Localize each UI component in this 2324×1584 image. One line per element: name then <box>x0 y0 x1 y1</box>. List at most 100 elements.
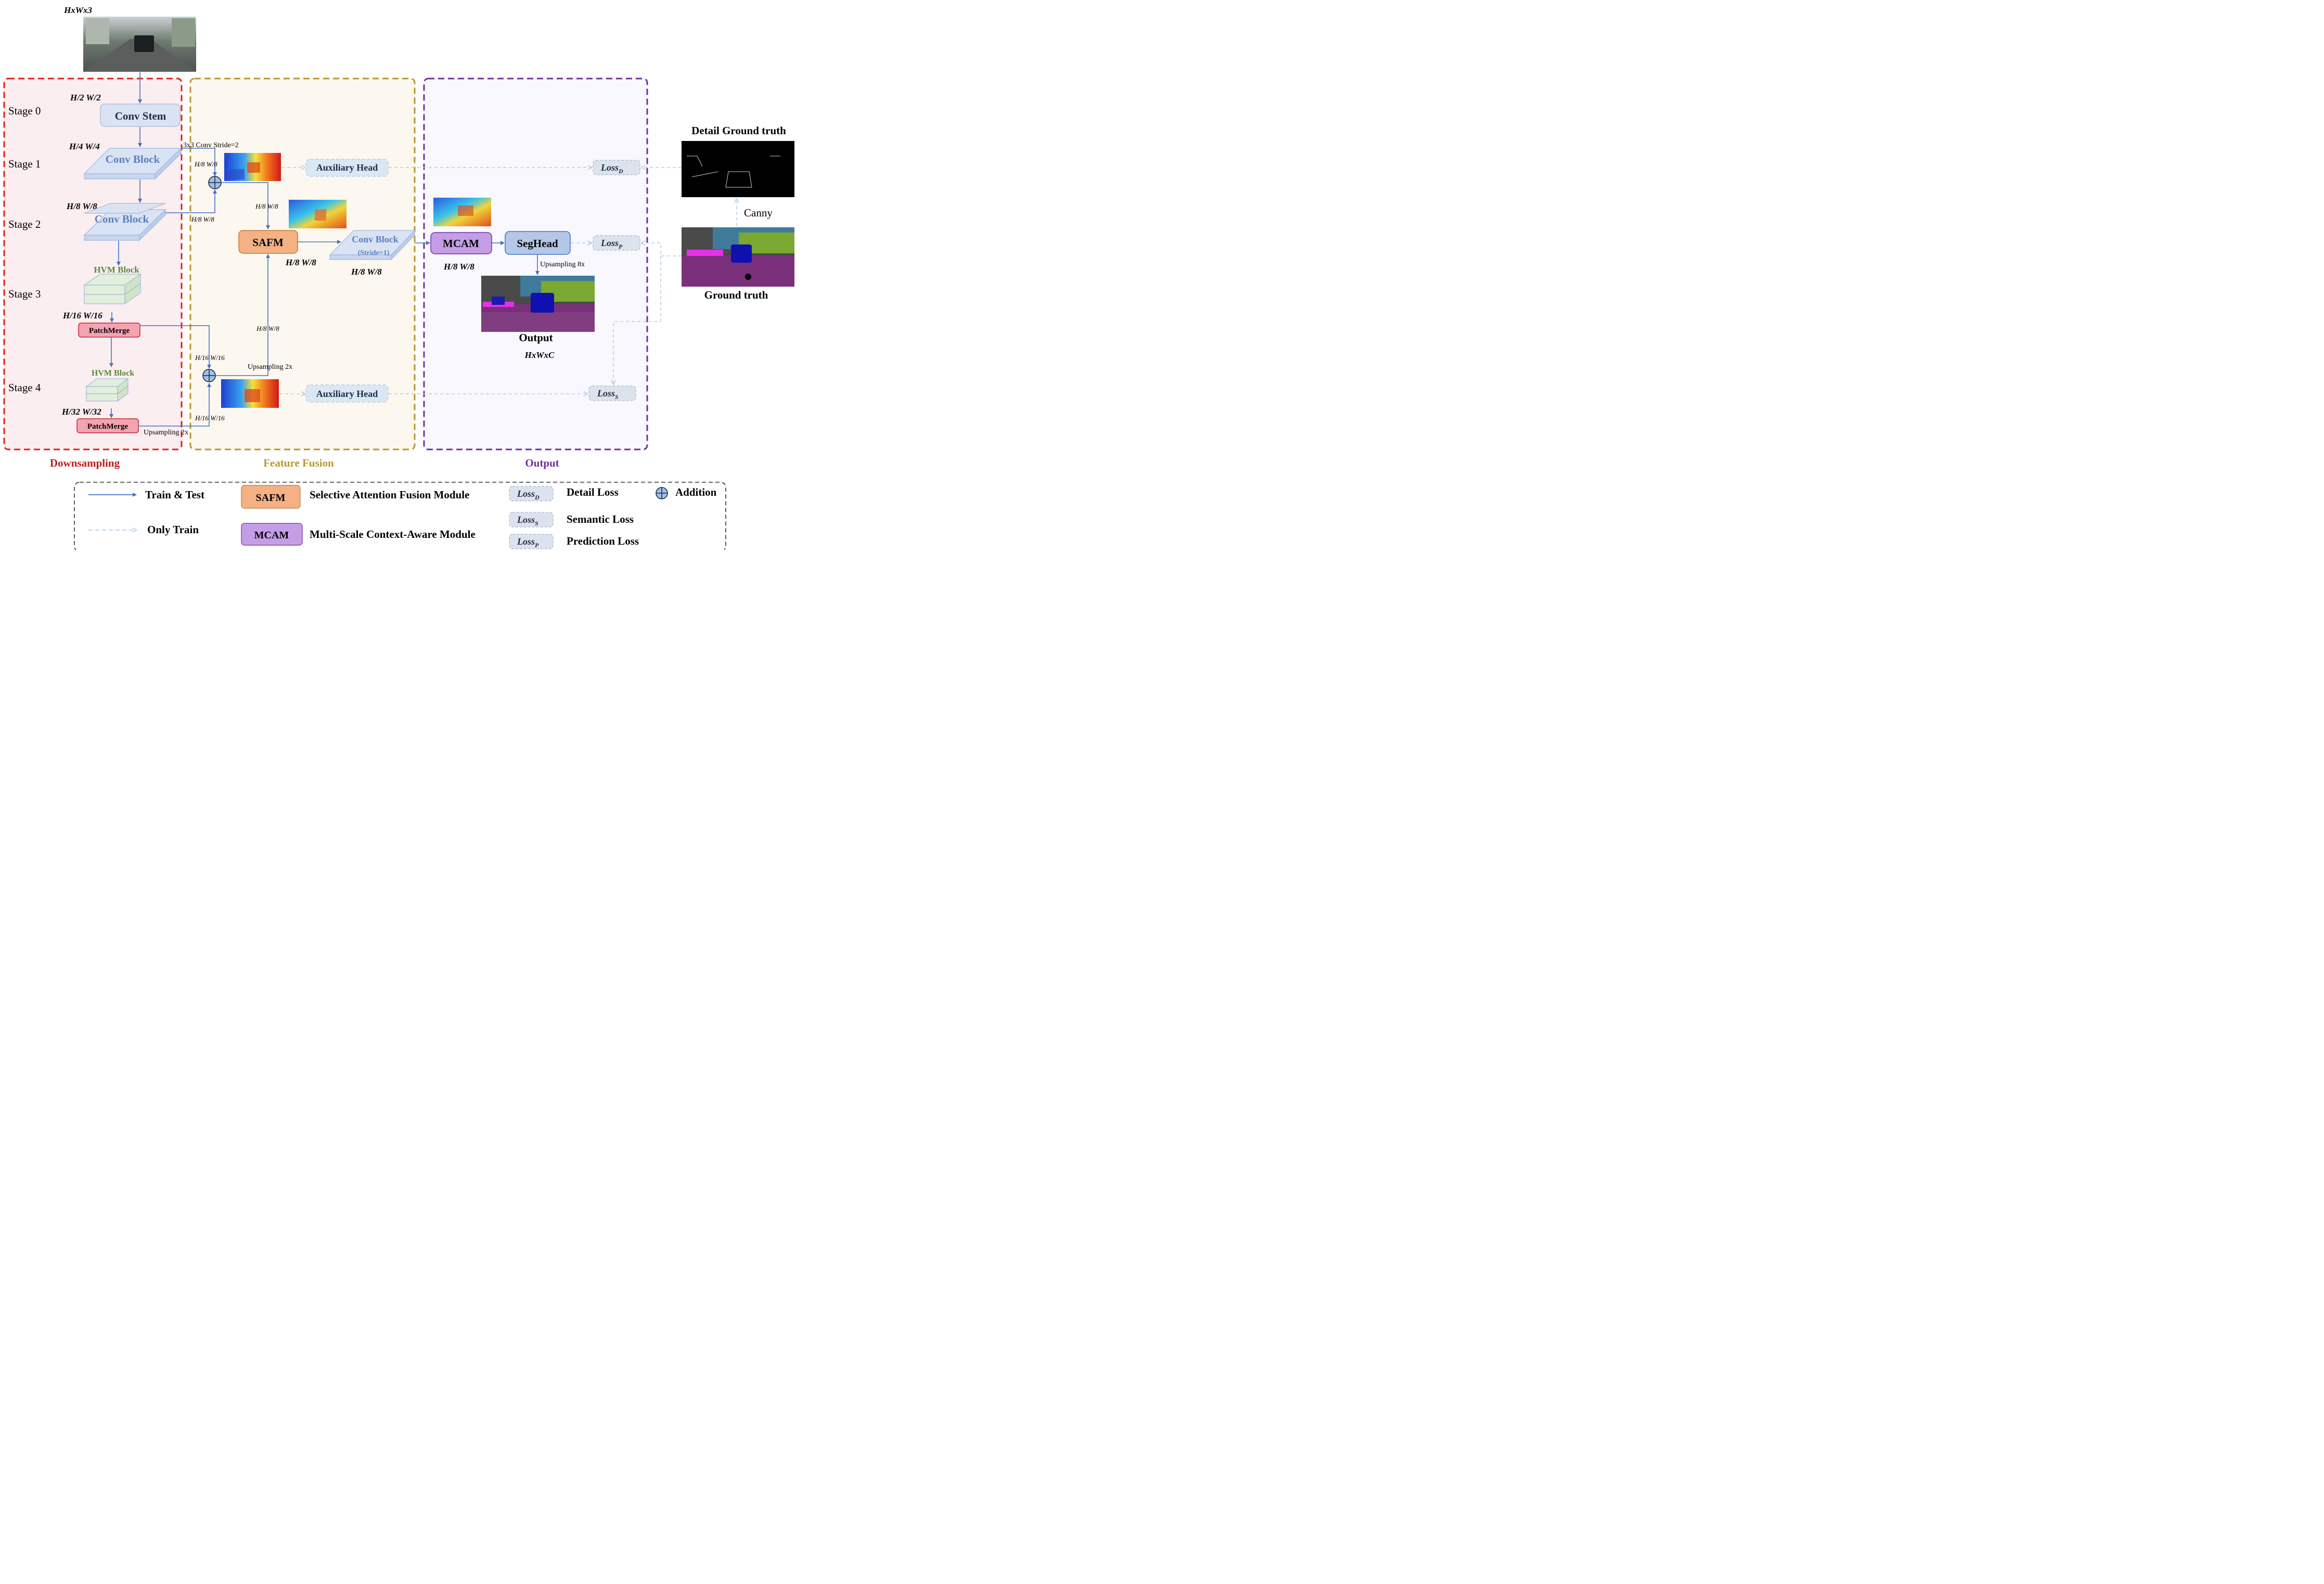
architecture-diagram: Downsampling Feature Fusion Output HxWx3… <box>3 5 794 550</box>
legend-safm-box <box>241 485 301 509</box>
upsampling-bottom: Upsampling 2x <box>248 363 292 371</box>
dims-mcam: H/8 W/8 <box>443 262 474 272</box>
stage-0-label: Stage 0 <box>8 105 41 117</box>
loss-s-box <box>588 385 636 401</box>
legend-loss-d-base: Loss <box>517 488 535 499</box>
legend-mcam-name: Multi-Scale Context-Aware Module <box>310 528 476 540</box>
loss-s-base: Loss <box>597 388 615 398</box>
downsampling-title: Downsampling <box>50 457 120 469</box>
legend-loss-p-base: Loss <box>517 536 535 547</box>
dims-stage0: H/2 W/2 <box>70 93 101 102</box>
conv-stem-label: Conv Stem <box>115 110 166 122</box>
dims-safm-out: H/8 W/8 <box>285 257 316 267</box>
gt-image <box>682 227 794 287</box>
loss-d-box <box>593 160 640 175</box>
hvm-block-stage4 <box>85 378 129 402</box>
loss-s-sub: S <box>615 393 619 401</box>
detail-gt-title: Detail Ground truth <box>691 124 786 137</box>
legend-mcam-box <box>241 523 303 546</box>
conv-block-stage2 <box>83 203 166 241</box>
aux-head-bottom <box>305 384 389 403</box>
legend-loss-p-box <box>509 534 554 549</box>
legend-loss-s-box <box>509 512 554 527</box>
dash-gt-loss-s <box>613 256 661 384</box>
legend-loss-d-sub: D <box>534 494 540 501</box>
legend-detail-loss: Detail Loss <box>567 486 619 498</box>
dims-add-bottom-in: H/16 W/16 <box>195 354 225 362</box>
output-image <box>481 276 595 332</box>
conv-block-stage1-label: Conv Block <box>106 153 160 165</box>
stage-1-label: Stage 1 <box>8 158 41 170</box>
legend-safm-label: SAFM <box>256 492 286 504</box>
dims-safm-bottom-in: H/8 W/8 <box>256 325 279 332</box>
legend-only-train: Only Train <box>147 523 199 536</box>
detail-gt-image <box>682 141 794 197</box>
legend-loss-s-label: LossS <box>517 514 538 527</box>
dims-stage4: H/32 W/32 <box>61 407 101 417</box>
arrow-stage1-to-add <box>181 148 217 176</box>
hvm-block-stage4-label: HVM Block <box>92 369 134 378</box>
legend-prediction-loss: Prediction Loss <box>567 535 639 547</box>
legend-box <box>74 482 726 550</box>
input-image <box>83 17 196 72</box>
output-dims: HxWxC <box>524 350 555 360</box>
conv-block-fusion-stride: (Stride=1) <box>358 249 390 257</box>
patch-merge-stage3-label: PatchMerge <box>89 327 130 335</box>
conv-block-fusion-label: Conv Block <box>352 234 399 244</box>
conv-block-stage1 <box>83 147 182 180</box>
aux-head-top <box>305 159 389 177</box>
patch-merge-stage3 <box>78 323 140 338</box>
conv-stem-block <box>100 104 181 127</box>
safm-label: SAFM <box>252 236 284 249</box>
dims-add-top-in: H/8 W/8 <box>194 160 217 168</box>
stage-3-label: Stage 3 <box>8 288 41 300</box>
loss-p-label: LossP <box>600 238 623 250</box>
stage-4-label: Stage 4 <box>8 381 41 394</box>
dims-conv-fusion: H/8 W/8 <box>351 267 382 277</box>
patch-merge-stage4-label: PatchMerge <box>87 422 129 431</box>
addition-top <box>208 176 222 189</box>
heatmap-safm <box>289 200 346 228</box>
dims-add-top-in2: H/8 W/8 <box>191 215 214 223</box>
arrow-patch4-to-add <box>138 383 211 427</box>
stage-2-label: Stage 2 <box>8 218 41 230</box>
aux-head-bottom-label: Auxiliary Head <box>316 389 378 399</box>
heatmap-bottom <box>221 379 279 408</box>
output-title: Output <box>525 457 559 469</box>
conv-block-stage2-label: Conv Block <box>95 213 149 225</box>
dims-safm-in: H/8 W/8 <box>255 202 278 210</box>
legend-loss-d-box <box>509 486 554 501</box>
legend-loss-d-label: LossD <box>517 488 540 501</box>
legend-loss-p-label: LossP <box>517 536 539 549</box>
hvm-block-stage3-label: HVM Block <box>94 265 139 275</box>
dims-stage3: H/16 W/16 <box>62 311 102 320</box>
upsampling-patch4: Upsampling 2x <box>144 429 188 436</box>
legend-safm-name: Selective Attention Fusion Module <box>310 488 469 501</box>
arrow-add-to-safm <box>221 182 270 229</box>
conv-block-fusion <box>329 229 416 261</box>
legend-mcam-label: MCAM <box>254 530 289 541</box>
legend-addition-icon <box>656 487 668 499</box>
aux-head-top-label: Auxiliary Head <box>316 162 378 173</box>
feature-fusion-title: Feature Fusion <box>263 457 334 469</box>
output-label: Output <box>519 331 553 344</box>
arrow-patch3-to-add <box>140 325 211 369</box>
hvm-block-stage3 <box>83 273 142 305</box>
addition-bottom <box>202 369 216 382</box>
mcam-label: MCAM <box>443 237 479 250</box>
legend-loss-s-base: Loss <box>517 514 535 525</box>
dims-stage2: H/8 W/8 <box>66 201 97 211</box>
loss-p-box <box>593 235 640 251</box>
arrow-add-to-safm-bottom <box>215 254 270 376</box>
loss-s-label: LossS <box>597 388 619 401</box>
legend-train-test: Train & Test <box>145 488 204 501</box>
loss-d-label: LossD <box>600 162 623 175</box>
legend-addition: Addition <box>675 486 717 498</box>
legend-loss-p-sub: P <box>535 542 539 549</box>
conv-stride-label: 3x3 Conv Stride=2 <box>183 141 239 149</box>
loss-p-base: Loss <box>600 238 619 248</box>
legend-semantic-loss: Semantic Loss <box>567 513 634 525</box>
heatmap-top <box>224 153 281 181</box>
input-dims: HxWx3 <box>63 5 92 15</box>
legend-loss-s-sub: S <box>535 520 538 527</box>
